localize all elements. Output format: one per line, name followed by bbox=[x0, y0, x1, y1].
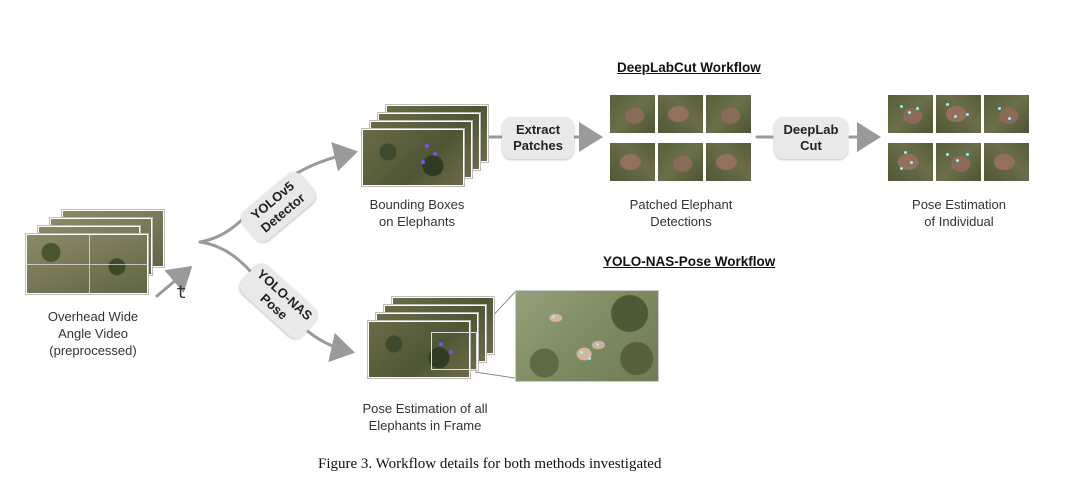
extract-line2: Patches bbox=[513, 138, 563, 153]
deeplabcut-workflow-heading: DeepLabCut Workflow bbox=[617, 60, 761, 75]
pose-individual-grid bbox=[887, 94, 1032, 184]
elephant-patch bbox=[705, 142, 752, 182]
patched-label-line1: Patched Elephant bbox=[629, 197, 733, 212]
pose-ind-line2: of Individual bbox=[924, 214, 994, 229]
elephant-patch bbox=[609, 94, 656, 134]
patched-detections-grid bbox=[609, 94, 754, 184]
bbox-label-line2: on Elephants bbox=[379, 214, 455, 229]
zoom-line-bottom bbox=[474, 371, 516, 379]
patched-label-line2: Detections bbox=[650, 214, 712, 229]
pose-patch bbox=[983, 94, 1030, 134]
bbox-label-line1: Bounding Boxes bbox=[369, 197, 465, 212]
elephant-patch bbox=[705, 94, 752, 134]
pose-frame bbox=[368, 321, 477, 378]
input-label-line3: (preprocessed) bbox=[49, 343, 137, 358]
time-axis-arrow bbox=[155, 266, 193, 298]
elephant-patch bbox=[657, 142, 704, 182]
pose-all-line2: Elephants in Frame bbox=[368, 418, 482, 433]
patched-detections-label: Patched Elephant Detections bbox=[606, 196, 756, 230]
figure-caption: Figure 3. Workflow details for both meth… bbox=[318, 456, 662, 472]
time-axis-label: t bbox=[176, 282, 187, 303]
pose-patch bbox=[935, 142, 982, 182]
zoomed-pose-image bbox=[515, 290, 659, 382]
pose-patch bbox=[935, 94, 982, 134]
pose-individual-label: Pose Estimation of Individual bbox=[884, 196, 1034, 230]
elephant-patch bbox=[609, 142, 656, 182]
deeplab-line1: DeepLab bbox=[783, 122, 839, 137]
extract-patches-step: Extract Patches bbox=[502, 117, 574, 159]
deeplab-line2: Cut bbox=[800, 138, 822, 153]
pose-patch bbox=[983, 142, 1030, 182]
bounding-boxes-stack bbox=[362, 105, 488, 186]
pose-ind-line1: Pose Estimation bbox=[912, 197, 1006, 212]
elephant-patch bbox=[657, 94, 704, 134]
bounding-boxes-label: Bounding Boxes on Elephants bbox=[352, 196, 482, 230]
zoom-region bbox=[431, 332, 477, 370]
deeplabcut-step: DeepLab Cut bbox=[774, 117, 848, 159]
extract-line1: Extract bbox=[515, 122, 561, 137]
input-label-line2: Angle Video bbox=[58, 326, 128, 341]
input-video-stack bbox=[26, 210, 164, 294]
input-label-line1: Overhead Wide bbox=[47, 309, 139, 324]
input-video-label: Overhead Wide Angle Video (preprocessed) bbox=[28, 308, 158, 359]
video-frame bbox=[26, 234, 148, 294]
bbox-frame bbox=[362, 129, 464, 186]
pose-all-label: Pose Estimation of all Elephants in Fram… bbox=[340, 400, 510, 434]
pose-all-stack bbox=[368, 297, 494, 378]
pose-patch bbox=[887, 94, 934, 134]
pose-all-line1: Pose Estimation of all bbox=[362, 401, 488, 416]
pose-patch bbox=[887, 142, 934, 182]
yolo-nas-pose-workflow-heading: YOLO-NAS-Pose Workflow bbox=[603, 254, 776, 269]
